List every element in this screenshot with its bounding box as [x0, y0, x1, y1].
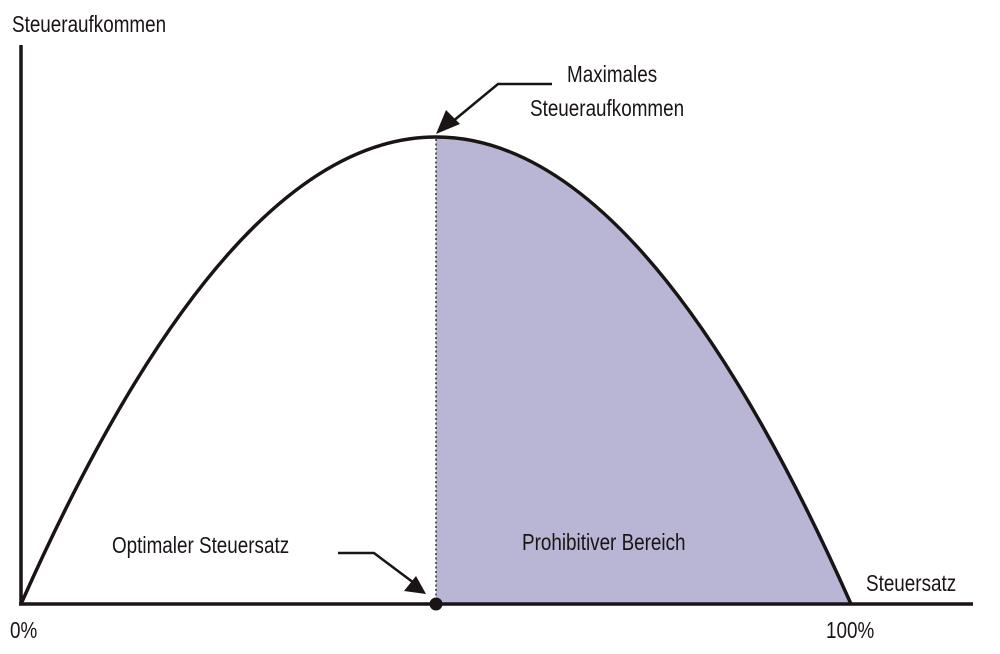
y-axis-label: Steueraufkommen: [12, 11, 167, 37]
peak-arrow-head-icon: [436, 110, 460, 134]
laffer-curve-left: [19, 135, 853, 605]
peak-label-line2: Steueraufkommen: [530, 95, 685, 121]
x-axis-label: Steuersatz: [866, 570, 957, 596]
peak-label-line1: Maximales: [567, 61, 658, 87]
peak-arrow-line: [451, 82, 552, 123]
prohibitive-region-label: Prohibitiver Bereich: [522, 529, 686, 555]
optimal-point-dot: [429, 597, 443, 611]
tick-0-label: 0%: [10, 617, 38, 643]
optimal-arrow-head-icon: [404, 576, 426, 594]
optimal-arrow-line: [338, 551, 415, 584]
tick-100-label: 100%: [826, 617, 875, 643]
optimal-rate-label: Optimaler Steuersatz: [112, 532, 290, 558]
laffer-curve: [21, 0, 436, 604]
prohibitive-area: [436, 137, 851, 604]
